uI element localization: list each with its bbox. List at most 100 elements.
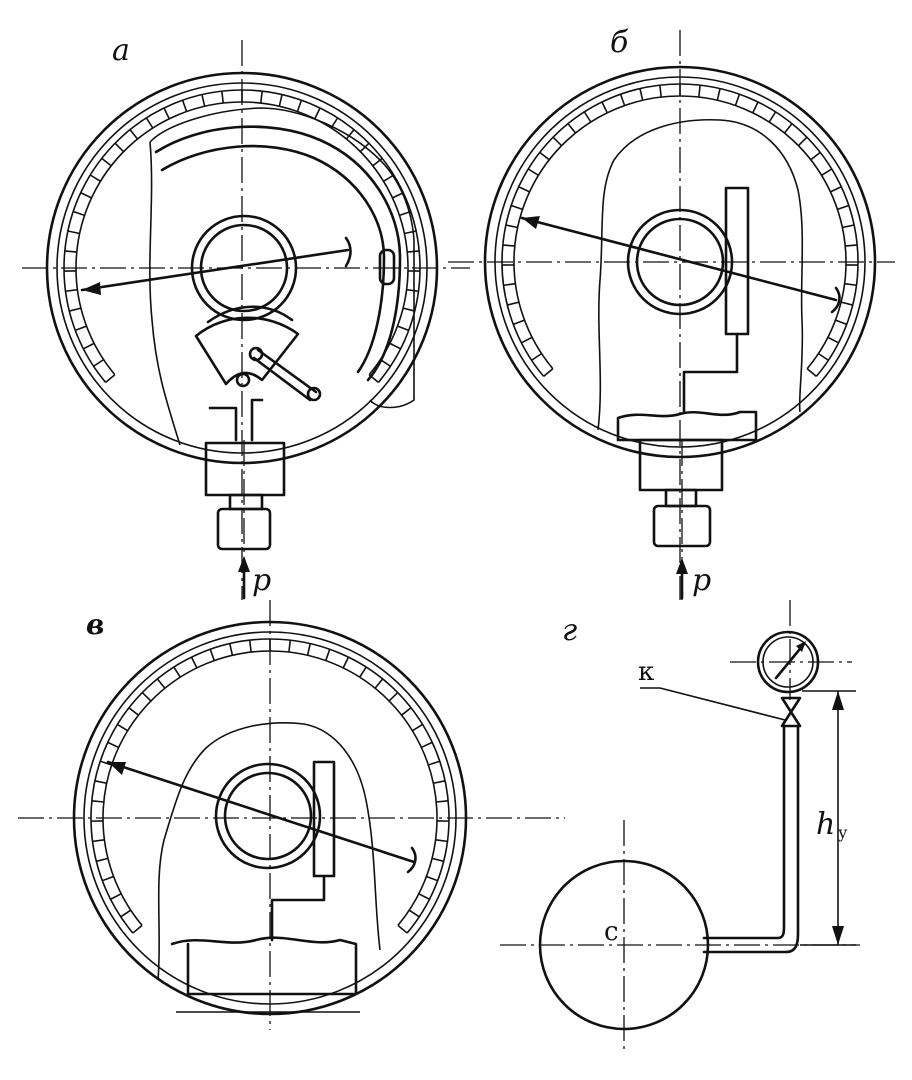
scale-tick [411,723,424,732]
scale-tick [583,111,592,123]
scale-tick [402,307,415,312]
panel-a-pressure-arrowhead [238,556,250,572]
scale-tick [173,666,181,678]
scale-tick [129,129,139,140]
scale-tick [426,875,438,882]
scale-tick [821,168,833,176]
panel-v-pointer-arrowhead [108,762,126,775]
panel-b-pressure-arrowhead [676,558,688,574]
scale-tick [345,129,355,140]
scale-tick [388,691,399,702]
scale-tick [510,204,523,211]
scale-tick [114,142,125,153]
panel-a-center-gear-outer [190,214,298,322]
panel-v-center-gear-outer [214,762,322,870]
scale-tick [69,307,82,312]
scale-tick [314,107,321,120]
panel-g-label: г [562,613,577,648]
scale-tick [619,93,626,106]
scale-tick [507,301,520,306]
scale-tick [116,723,129,732]
scale-tick [141,691,152,702]
panel-v-bellows [170,936,358,996]
panel-v-rack-stem [270,874,326,942]
scale-tick [543,368,554,378]
scale-tick [797,136,808,147]
scale-tick [156,678,166,689]
scale-tick [842,224,855,229]
scale-tick [372,157,383,167]
panel-g-height-label: h [816,807,835,842]
panel-a-center-gear-inner [199,223,289,313]
scale-tick [502,244,515,247]
panel-a-pointer-tail [344,236,352,268]
panel-a-sector-arc [206,305,294,324]
scale-tick [64,250,77,253]
scale-tick [527,168,539,176]
scale-tick [201,94,206,107]
scale-tick [752,101,759,114]
scale-tick [810,151,821,161]
scale-tick [827,336,839,344]
scale-tick [806,368,817,378]
panel-v-pointer [106,760,416,864]
scale-tick [408,909,420,918]
scale-tick [288,640,292,653]
scale-tick [163,107,170,120]
panel-a-cutaway-outline [149,107,415,446]
scale-tick [404,230,417,235]
scale-tick [120,909,132,918]
panel-a-sector-pivot [235,372,251,388]
scale-tick [67,230,80,235]
panel-b-dial-scale [501,83,859,378]
scale-tick [80,192,92,199]
scale-tick [359,666,367,678]
scale-tick [433,780,446,785]
panel-b-rack-stem [682,332,739,414]
panel-a-link-rod [256,348,318,394]
panel-g-valve [780,696,802,728]
scale-tick [697,85,701,98]
panel-a-link-rod-edge [252,356,312,402]
scale-tick [91,800,104,803]
scale-tick [94,780,107,785]
scale-tick [734,93,741,106]
panel-b-union [664,488,698,508]
scale-tick [518,186,530,193]
panel-a-union [228,493,264,511]
panel-b-pointer-tail [830,286,841,314]
panel-a-label: а [112,33,130,68]
scale-tick [102,875,114,882]
panel-a-bourdon-tube-inner [160,144,386,374]
panel-g: г к с h у [500,600,860,1050]
scale-tick [296,99,303,112]
panel-a-tube-tip [378,248,396,286]
panel-b-center-gear-inner [635,217,725,307]
scale-tick [539,151,550,161]
panel-a-pointer [80,248,350,292]
scale-tick [374,678,384,689]
scale-tick [306,643,312,656]
scale-tick [830,186,842,193]
scale-tick [552,136,563,147]
scale-tick [406,288,419,293]
panel-g-gauge-pointer-arrowhead [796,641,806,652]
panel-g-point-c-label: с [604,917,619,947]
scale-tick [278,94,283,107]
scale-tick [659,85,663,98]
scale-tick [181,99,188,112]
panel-g-point-k-label: к [638,657,654,687]
panel-g-height-subscript: у [838,823,848,842]
scale-tick [435,839,448,843]
scale-tick [601,101,608,114]
scale-tick [83,342,95,350]
scale-tick [428,760,441,766]
scale-tick [512,319,525,326]
panel-a-toothed-sector [194,316,300,386]
scale-tick [421,741,433,749]
panel-g-pipe-inner [702,724,800,954]
scale-tick [221,91,225,104]
scale-tick [259,91,263,104]
scale-tick [837,204,850,211]
